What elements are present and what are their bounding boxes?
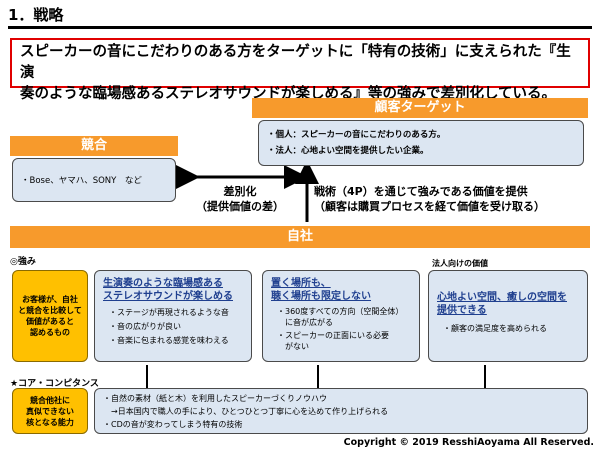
competition-header: 競合 (10, 136, 178, 156)
strength-headline: 提供できる (437, 305, 487, 316)
note-line: お客様が、自社 (22, 295, 78, 304)
core-bullet: ・CDの音が変わってしまう特有の技術 (103, 420, 243, 429)
strength-box-space: 心地よい空間、癒しの空間を 提供できる ・顧客の満足度を高められる (428, 270, 588, 362)
copyright: Copyright © 2019 ResshiAoyama All Reserv… (343, 437, 594, 448)
value-delivery-label: 戦術（4P）を通じて強みである価値を提供 （顧客は購買プロセスを経て価値を受け取… (314, 184, 594, 214)
strength-bullet: ・ステージが再現されるような音 (109, 308, 229, 317)
strength-bullet: に音が広がる (277, 318, 333, 327)
strength-bullet: がない (277, 342, 309, 351)
note-line: 核となる能力 (26, 417, 74, 427)
differentiation-label: 差別化 （提供価値の差） (180, 184, 300, 214)
summary-line-1: スピーカーの音にこだわりのある方をターゲットに「特有の技術」に支えられた『生演 (20, 44, 571, 81)
core-competence-note: 競合他社に 真似できない 核となる能力 (12, 388, 88, 434)
strength-headline: ステレオサウンドが楽しめる (103, 291, 233, 302)
competition-box: ・Bose、ヤマハ、SONY など (12, 158, 176, 202)
note-line: と競合を比較して (18, 306, 82, 315)
note-line: 価値があると (25, 317, 74, 326)
title-divider (8, 26, 592, 29)
strength-headline: 生演奏のような臨場感ある (103, 278, 223, 289)
strength-headline: 聴く場所も限定しない (271, 291, 371, 302)
strength-bullet: ・音楽に包まれる感覚を味わえる (109, 336, 229, 345)
strength-bullet: ・スピーカーの正面にいる必要 (277, 331, 389, 340)
note-line: 認めるもの (29, 328, 70, 337)
core-bullet: ・自然の素材（紙と木）を利用したスピーカーづくりノウハウ (103, 394, 327, 403)
value-delivery-line-1: 戦術（4P）を通じて強みである価値を提供 (314, 185, 528, 198)
strengths-label: ◎強み (10, 257, 36, 267)
strength-bullet: ・音の広がりが良い (109, 322, 181, 331)
strength-headline: 心地よい空間、癒しの空間を (437, 292, 567, 303)
differentiation-subtitle: （提供価値の差） (196, 200, 284, 213)
strength-box-placement: 置く場所も、 聴く場所も限定しない ・360度すべての方向（空間全体） に音が広… (262, 270, 420, 362)
value-delivery-line-2: （顧客は購買プロセスを経て価値を受け取る） (314, 200, 545, 213)
strength-headline: 置く場所も、 (271, 278, 331, 289)
target-item-corporate: ・法人：心地よい空間を提供したい企業。 (267, 146, 429, 156)
core-competence-box: ・自然の素材（紙と木）を利用したスピーカーづくりノウハウ →日本国内で職人の手に… (94, 388, 588, 434)
note-line: 真似できない (26, 406, 74, 416)
target-box: ・個人：スピーカーの音にこだわりのある方。 ・法人：心地よい空間を提供したい企業… (258, 120, 584, 166)
strength-box-sound: 生演奏のような臨場感ある ステレオサウンドが楽しめる ・ステージが再現されるよう… (94, 270, 252, 362)
page-title: 1．戦略 (8, 6, 64, 24)
strength-bullet: ・360度すべての方向（空間全体） (277, 307, 404, 316)
differentiation-title: 差別化 (223, 185, 257, 198)
strength-bullet: ・顧客の満足度を高められる (443, 324, 547, 333)
target-header: 顧客ターゲット (252, 98, 588, 118)
strengths-note: お客様が、自社 と競合を比較して 価値があると 認めるもの (12, 270, 88, 362)
competitor-list: ・Bose、ヤマハ、SONY など (21, 176, 142, 186)
corporate-value-label: 法人向けの価値 (432, 259, 488, 268)
company-header: 自社 (10, 226, 590, 248)
target-item-individual: ・個人：スピーカーの音にこだわりのある方。 (267, 130, 446, 140)
core-competence-label: ★コア・コンピタンス (10, 379, 99, 389)
note-line: 競合他社に (30, 395, 70, 405)
core-bullet: →日本国内で職人の手により、ひとつひとつ丁寧に心を込めて作り上げられる (103, 407, 389, 416)
